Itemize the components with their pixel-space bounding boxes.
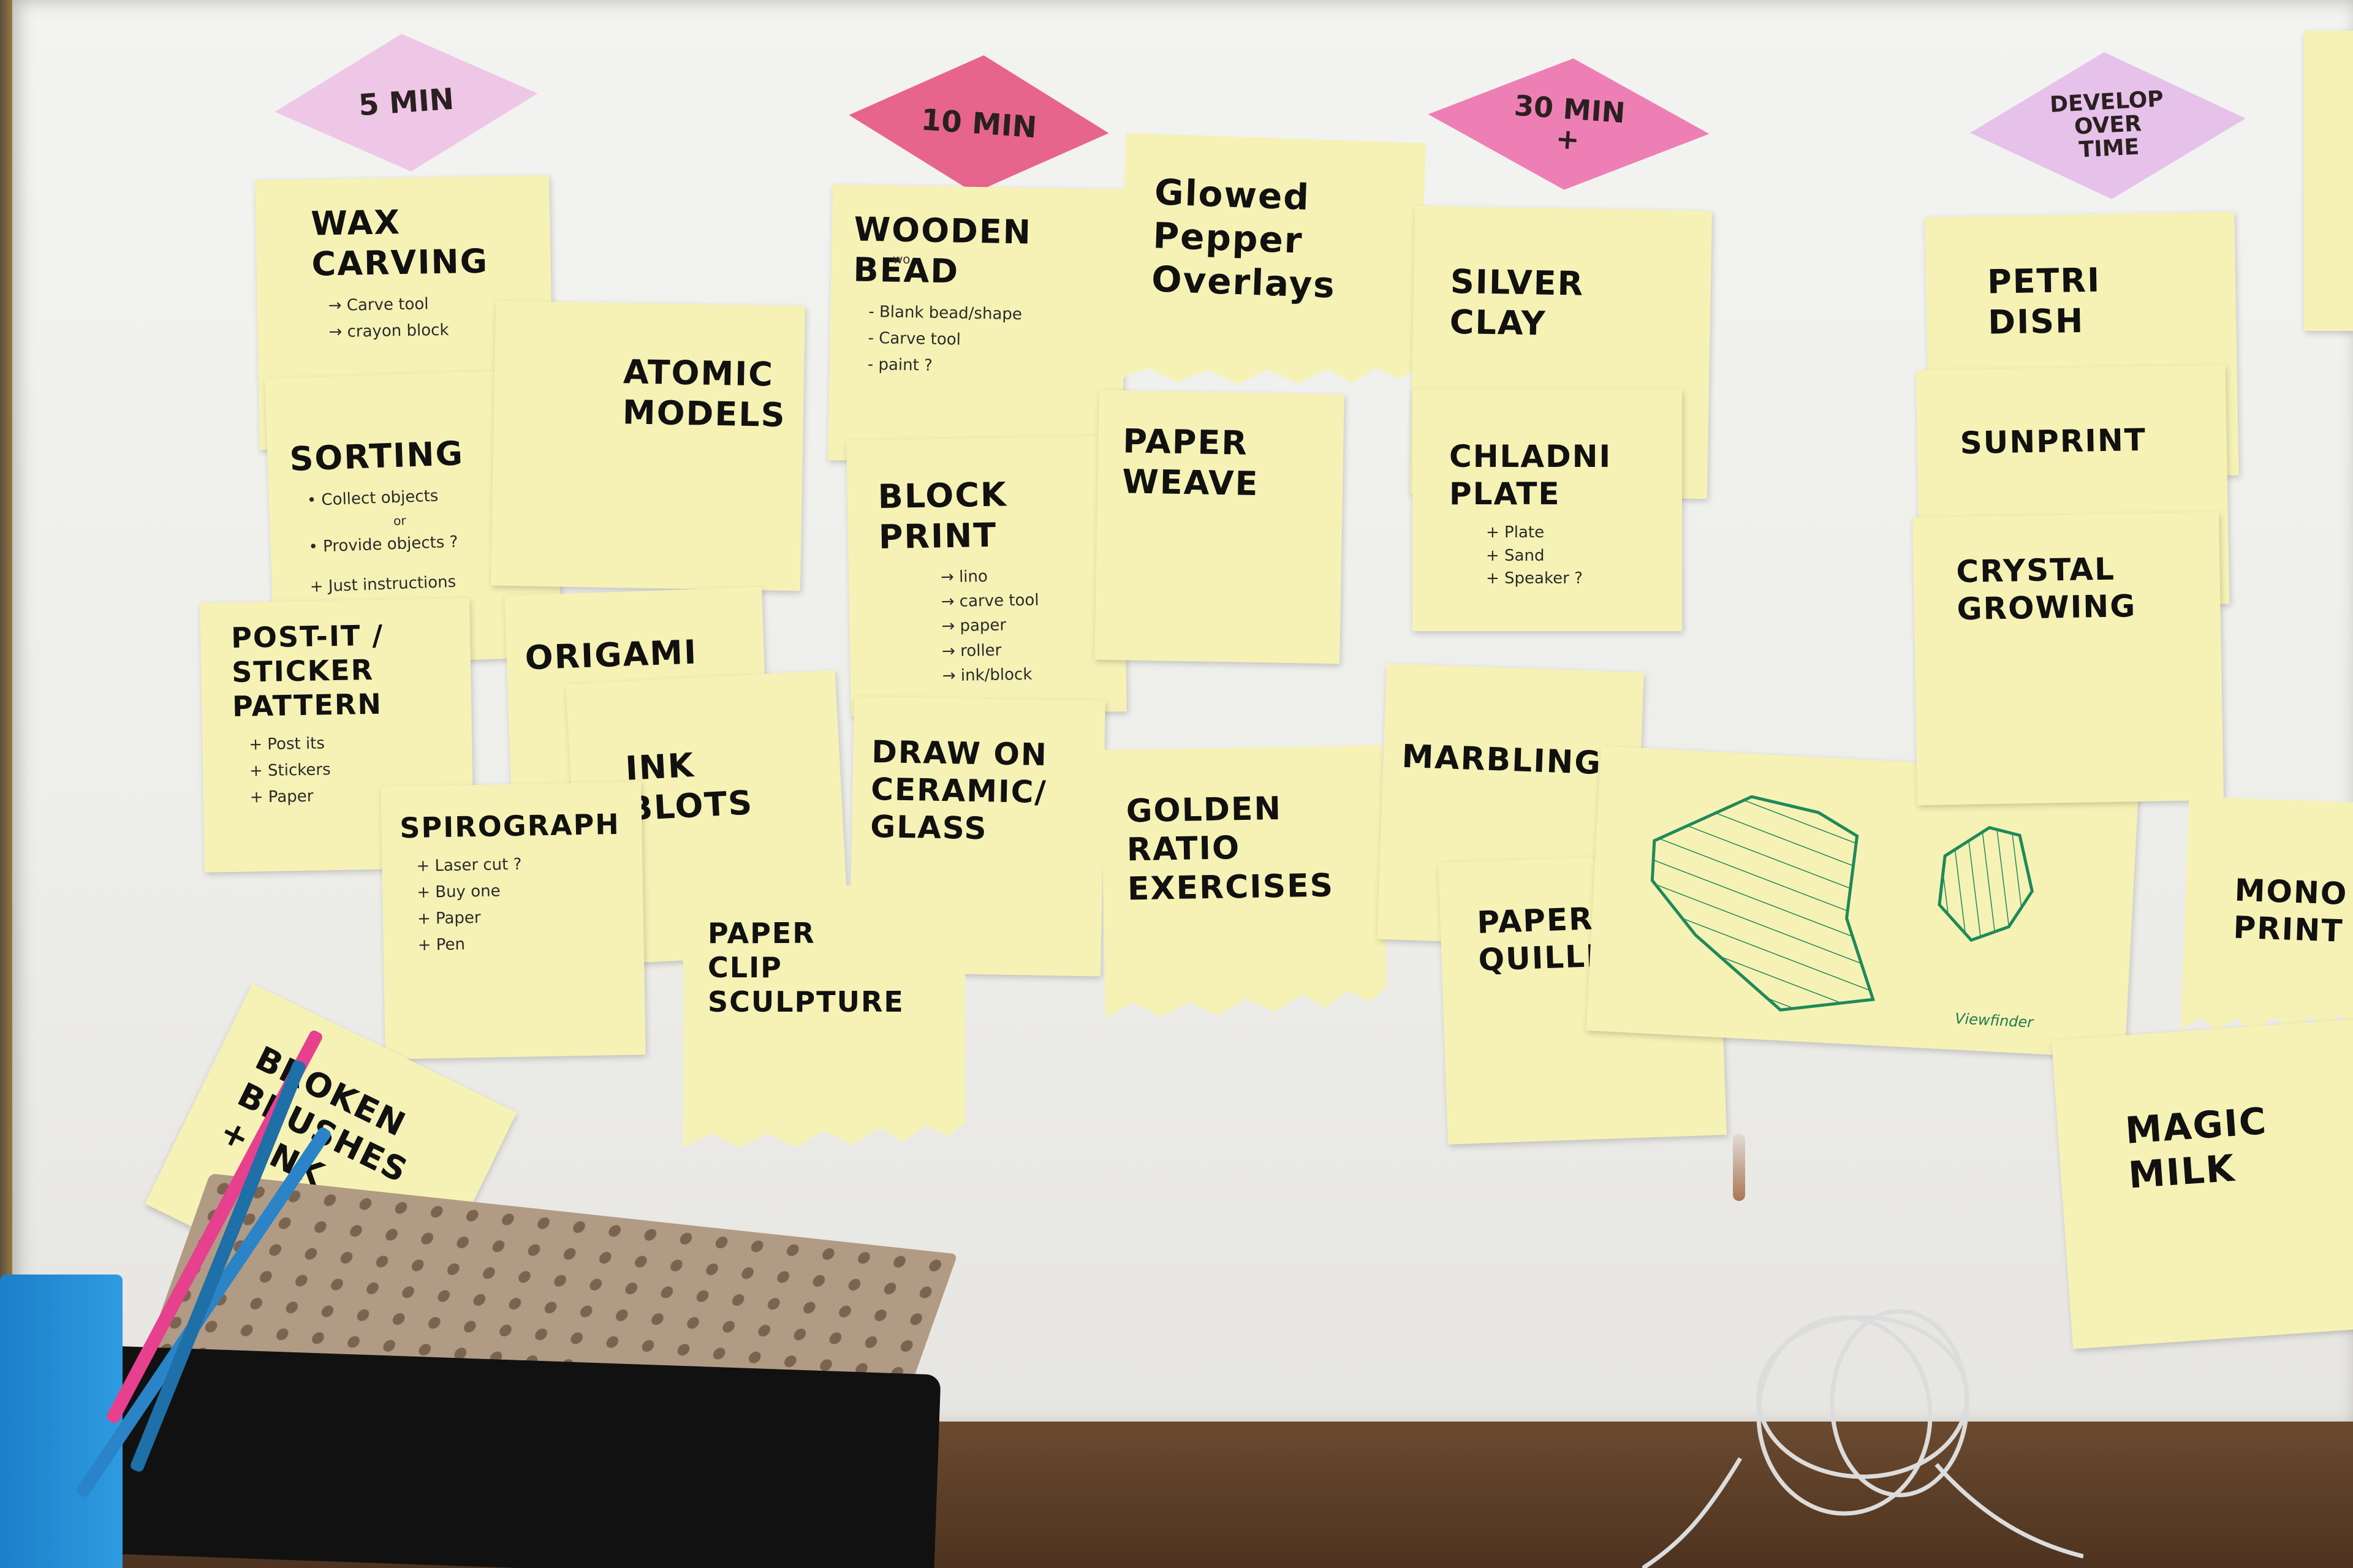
note-paper-weave: PAPER WEAVE xyxy=(1094,390,1344,664)
note-magic-milk: MAGIC MILK xyxy=(2051,1019,2353,1349)
note-item: → carve tool xyxy=(941,591,1039,612)
note-item: + Sand xyxy=(1486,546,1545,565)
partial-note-edge xyxy=(2304,31,2353,331)
blue-pen-cup xyxy=(0,1274,123,1568)
note-title: ORIGAMI xyxy=(524,632,699,678)
note-title: PETRI DISH xyxy=(1987,260,2101,342)
note-title: INK BLOTS xyxy=(624,746,754,828)
header-line: 5 MIN xyxy=(357,81,455,123)
note-title: PAPER WEAVE xyxy=(1121,422,1260,503)
note-item: - Blank bead/shape xyxy=(868,302,1023,324)
note-title: SILVER CLAY xyxy=(1449,262,1585,343)
white-cable xyxy=(1642,1309,2083,1568)
note-item: + Plate xyxy=(1486,523,1545,542)
note-crystal-growing: CRYSTAL GROWING xyxy=(1912,512,2224,806)
note-item: → ink/block xyxy=(942,665,1033,686)
note-items: + Laser cut ? + Buy one + Paper + Pen xyxy=(416,850,626,958)
note-item: + Speaker ? xyxy=(1486,569,1583,588)
note-item: + Stickers xyxy=(249,760,331,781)
note-title: BLOCK PRINT xyxy=(877,475,1008,556)
note-golden-ratio-exercises: GOLDEN RATIO EXERCISES xyxy=(1101,745,1387,1032)
note-title: WOODEN BEAD xyxy=(852,210,1033,291)
note-item: + Laser cut ? xyxy=(416,855,522,876)
note-title: ATOMIC MODELS xyxy=(622,352,787,434)
note-item: - paint ? xyxy=(867,355,933,375)
note-block-print: BLOCK PRINT → lino → carve tool → paper … xyxy=(846,436,1127,716)
black-tablet xyxy=(100,1346,941,1568)
note-annotation: wo xyxy=(892,251,911,267)
note-items: - Blank bead/shape - Carve tool - paint … xyxy=(867,299,1102,382)
note-item: + Post its xyxy=(248,734,325,754)
note-paper-clip-sculpture: PAPER CLIP SCULPTURE xyxy=(683,885,965,1148)
note-item: → roller xyxy=(941,641,1002,661)
note-title: WAX CARVING xyxy=(310,203,489,284)
note-items: + Plate + Sand + Speaker ? xyxy=(1486,521,1664,591)
note-mono-print: MONO PRINT xyxy=(2180,797,2353,1048)
note-items: → lino → carve tool → paper → roller → i… xyxy=(941,562,1108,688)
note-wooden-bead: WOODEN BEAD wo - Blank bead/shape - Carv… xyxy=(828,184,1127,466)
note-chladni-plate: CHLADNI PLATE + Plate + Sand + Speaker ? xyxy=(1412,389,1682,631)
note-title: CHLADNI PLATE xyxy=(1449,439,1612,512)
note-title: SPIROGRAPH xyxy=(399,807,621,845)
note-item: → paper xyxy=(941,616,1007,636)
note-title: MONO PRINT xyxy=(2232,872,2349,949)
note-item: + Pen xyxy=(417,935,466,955)
board-stain xyxy=(1733,1134,1745,1201)
note-item: + Paper xyxy=(417,908,481,928)
note-viewfinder-sketch: Viewfinder xyxy=(1586,746,2140,1059)
note-item: - Carve tool xyxy=(868,328,961,349)
viewfinder-sketch xyxy=(1650,795,2034,1012)
note-title: Glowed Pepper Overlays xyxy=(1151,171,1336,306)
header-line: 10 MIN xyxy=(920,102,1038,145)
note-atomic-models: ATOMIC MODELS xyxy=(490,300,806,591)
note-title: GOLDEN RATIO EXERCISES xyxy=(1126,790,1335,908)
note-title: PAPER CLIP SCULPTURE xyxy=(708,917,904,1019)
note-title: DRAW ON CERAMIC/ GLASS xyxy=(870,733,1048,847)
note-title: SUNPRINT xyxy=(1960,422,2147,461)
note-spirograph: SPIROGRAPH + Laser cut ? + Buy one + Pap… xyxy=(381,782,646,1059)
note-title: MAGIC MILK xyxy=(2124,1099,2269,1197)
note-item: → lino xyxy=(940,567,988,587)
note-title: POST-IT / STICKER PATTERN xyxy=(230,618,384,724)
note-title: CRYSTAL GROWING xyxy=(1955,551,2137,627)
note-item: + Buy one xyxy=(416,882,501,902)
note-glowed-pepper-overlays: Glowed Pepper Overlays xyxy=(1117,133,1427,404)
